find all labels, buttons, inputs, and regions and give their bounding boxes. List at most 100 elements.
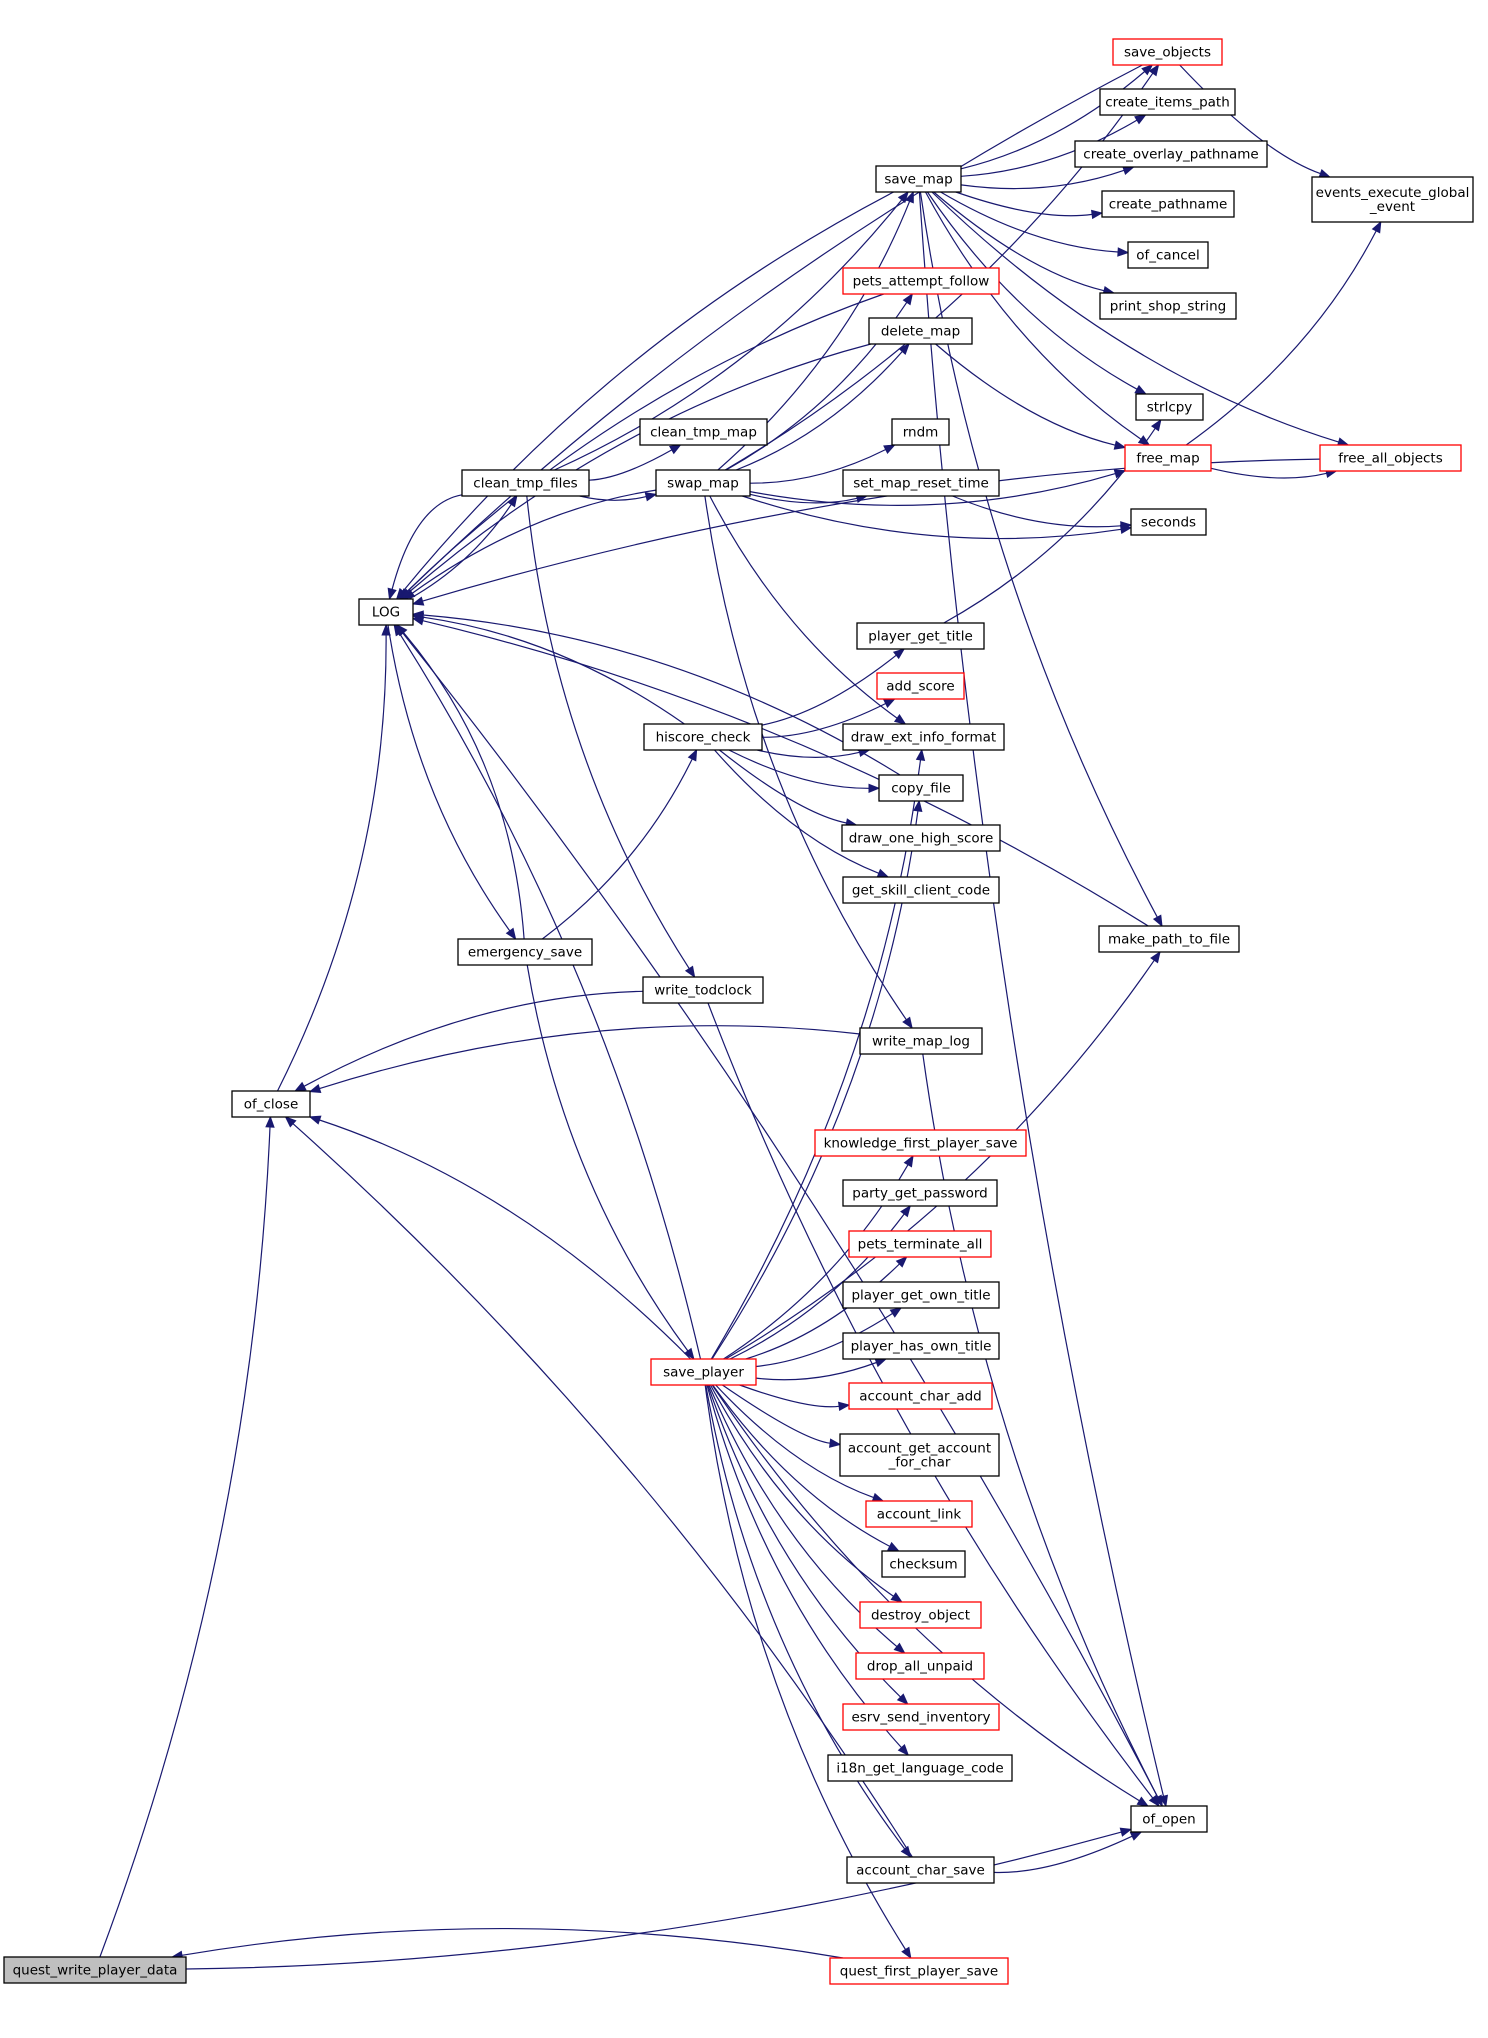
node-rndm[interactable]: rndm xyxy=(891,418,950,446)
node-delete_map[interactable]: delete_map xyxy=(868,317,973,345)
node-destroy_object[interactable]: destroy_object xyxy=(859,1601,982,1629)
edge-arrowhead xyxy=(893,714,907,725)
edge-line xyxy=(707,1002,1154,1799)
edge-free_map-to-events_execute_global_event xyxy=(1185,220,1382,446)
node-player_has_own_title[interactable]: player_has_own_title xyxy=(842,1332,1000,1360)
node-of_close[interactable]: of_close xyxy=(231,1090,311,1118)
node-checksum[interactable]: checksum xyxy=(881,1550,966,1578)
node-label: delete_map xyxy=(881,324,960,340)
edge-line xyxy=(749,493,858,504)
node-party_get_password[interactable]: party_get_password xyxy=(842,1179,998,1207)
node-player_get_own_title[interactable]: player_get_own_title xyxy=(842,1281,1000,1309)
node-save_objects[interactable]: save_objects xyxy=(1112,38,1223,66)
node-free_map[interactable]: free_map xyxy=(1124,444,1212,472)
edge-arrowhead xyxy=(308,1083,322,1093)
node-label: player_get_own_title xyxy=(851,1288,990,1304)
node-copy_file[interactable]: copy_file xyxy=(878,774,964,802)
node-create_items_path[interactable]: create_items_path xyxy=(1099,88,1236,116)
edge-arrowhead xyxy=(1148,63,1160,77)
edge-arrowhead xyxy=(687,748,698,762)
edge-arrowhead xyxy=(900,1204,912,1218)
edge-arrowhead xyxy=(1091,209,1104,220)
node-write_map_log[interactable]: write_map_log xyxy=(859,1027,983,1055)
node-of_cancel[interactable]: of_cancel xyxy=(1127,241,1209,269)
edge-save_player-to-player_get_own_title xyxy=(755,1307,903,1368)
edge-line xyxy=(960,169,1125,190)
edge-arrowhead xyxy=(387,587,397,601)
node-get_skill_client_code[interactable]: get_skill_client_code xyxy=(842,876,1000,904)
node-box xyxy=(655,469,751,497)
node-knowledge_first_player_save[interactable]: knowledge_first_player_save xyxy=(814,1129,1027,1157)
node-write_todclock[interactable]: write_todclock xyxy=(642,976,764,1004)
node-free_all_objects[interactable]: free_all_objects xyxy=(1319,444,1462,472)
node-draw_ext_info_format[interactable]: draw_ext_info_format xyxy=(842,723,1005,751)
edge-line xyxy=(541,758,693,940)
edge-line xyxy=(919,191,1158,918)
node-i18n_get_language_code[interactable]: i18n_get_language_code xyxy=(827,1754,1013,1782)
edge-save_player-to-player_has_own_title xyxy=(755,1358,888,1381)
node-clean_tmp_map[interactable]: clean_tmp_map xyxy=(639,418,768,446)
node-save_map[interactable]: save_map xyxy=(875,165,962,193)
node-make_path_to_file[interactable]: make_path_to_file xyxy=(1098,925,1240,953)
edge-swap_map-to-save_objects xyxy=(724,63,1160,471)
node-save_player[interactable]: save_player xyxy=(650,1358,757,1386)
edge-line xyxy=(391,494,463,590)
node-of_open[interactable]: of_open xyxy=(1130,1805,1208,1833)
edge-arrowhead xyxy=(895,1256,908,1268)
node-swap_map[interactable]: swap_map xyxy=(655,469,751,497)
node-account_get_account_for_char[interactable]: account_get_account_for_char xyxy=(839,1433,1000,1477)
node-strlcpy[interactable]: strlcpy xyxy=(1135,393,1204,421)
edge-arrowhead xyxy=(874,1358,888,1368)
edge-arrowhead xyxy=(381,623,391,636)
edge-line xyxy=(292,1123,913,1858)
node-box xyxy=(841,824,1001,852)
edge-arrowhead xyxy=(644,492,658,502)
node-LOG[interactable]: LOG xyxy=(358,598,414,626)
node-print_shop_string[interactable]: print_shop_string xyxy=(1099,292,1237,320)
edge-line xyxy=(960,119,1138,177)
edge-line xyxy=(722,1384,831,1444)
node-esrv_send_inventory[interactable]: esrv_send_inventory xyxy=(842,1703,1000,1731)
edge-arrowhead xyxy=(892,648,906,660)
edge-write_todclock-to-of_close xyxy=(294,990,644,1092)
node-label: free_map xyxy=(1136,451,1199,467)
edge-line xyxy=(745,1263,900,1360)
node-box xyxy=(848,1382,993,1410)
node-label: of_close xyxy=(244,1097,299,1113)
node-clean_tmp_files[interactable]: clean_tmp_files xyxy=(461,469,590,497)
node-pets_attempt_follow[interactable]: pets_attempt_follow xyxy=(842,267,1000,295)
node-draw_one_high_score[interactable]: draw_one_high_score xyxy=(841,824,1001,852)
node-label: pets_terminate_all xyxy=(858,1237,983,1253)
edge-save_player-to-pets_terminate_all xyxy=(745,1256,908,1360)
edge-clean_tmp_files-to-save_map xyxy=(554,190,909,471)
node-account_char_add[interactable]: account_char_add xyxy=(848,1382,993,1410)
node-label: save_map xyxy=(884,172,952,188)
edge-hiscore_check-to-add_score xyxy=(761,698,896,738)
node-seconds[interactable]: seconds xyxy=(1130,508,1207,536)
node-set_map_reset_time[interactable]: set_map_reset_time xyxy=(842,469,1000,497)
edge-line xyxy=(185,1831,1122,1970)
node-create_pathname[interactable]: create_pathname xyxy=(1101,190,1235,218)
node-label: swap_map xyxy=(667,476,739,492)
edge-save_map-to-create_items_path xyxy=(960,114,1147,177)
node-quest_first_player_save[interactable]: quest_first_player_save xyxy=(829,1957,1009,1985)
node-quest_write_player_data[interactable]: quest_write_player_data xyxy=(3,1956,187,1984)
node-player_get_title[interactable]: player_get_title xyxy=(856,622,985,650)
edge-hiscore_check-to-copy_file xyxy=(728,749,881,794)
node-drop_all_unpaid[interactable]: drop_all_unpaid xyxy=(855,1652,985,1680)
node-account_link[interactable]: account_link xyxy=(865,1500,973,1528)
node-box xyxy=(231,1090,311,1118)
node-account_char_save[interactable]: account_char_save xyxy=(846,1856,995,1884)
node-label: _for_char xyxy=(888,1455,951,1471)
node-create_overlay_pathname[interactable]: create_overlay_pathname xyxy=(1074,140,1268,168)
node-pets_terminate_all[interactable]: pets_terminate_all xyxy=(848,1230,992,1258)
edge-arrowhead xyxy=(1152,914,1163,928)
node-hiscore_check[interactable]: hiscore_check xyxy=(643,723,763,751)
edge-of_open-to-LOG xyxy=(395,623,1163,1807)
node-events_execute_global_event[interactable]: events_execute_global_event xyxy=(1311,176,1474,223)
node-label: player_has_own_title xyxy=(851,1339,992,1355)
node-emergency_save[interactable]: emergency_save xyxy=(457,938,593,966)
edge-line xyxy=(993,1835,1133,1874)
node-add_score[interactable]: add_score xyxy=(876,672,965,700)
node-box xyxy=(868,317,973,345)
